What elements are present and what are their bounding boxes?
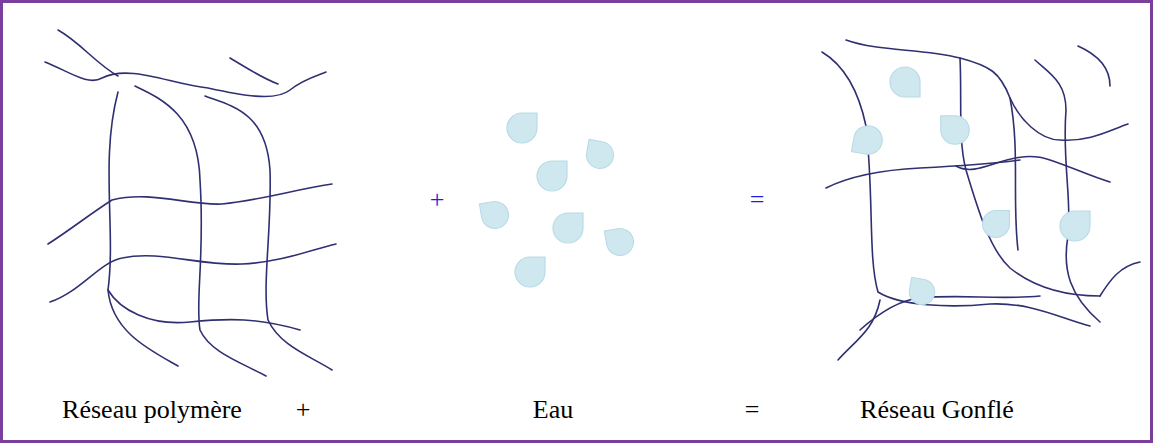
equals-sign: = — [750, 187, 765, 213]
polymer-network — [45, 30, 1140, 376]
water-drops — [479, 67, 1090, 307]
plus-label: + — [296, 397, 311, 423]
caption-label: Eau — [533, 397, 573, 423]
caption-label: Réseau polymère — [62, 397, 242, 423]
equals-label: = — [745, 397, 760, 423]
plus-sign: + — [430, 187, 445, 213]
caption-label: Réseau Gonflé — [860, 397, 1014, 423]
